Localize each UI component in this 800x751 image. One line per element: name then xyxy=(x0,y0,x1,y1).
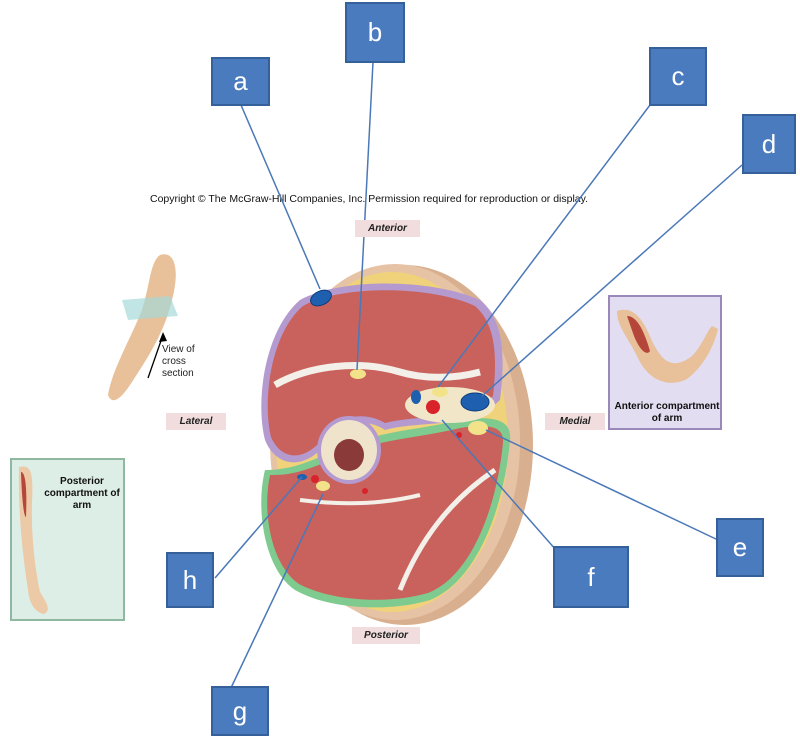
superior-ulnar-collateral-artery xyxy=(456,432,462,438)
view-of-cross-section-note: View of cross section xyxy=(162,344,195,379)
anterior-compartment-inset: Anterior compartment of arm xyxy=(608,295,722,430)
view-arrow-head xyxy=(159,332,167,342)
view-arrow xyxy=(147,334,164,379)
anterior-compartment-label: Anterior compartment of arm xyxy=(614,401,720,424)
orientation-lateral: Lateral xyxy=(166,413,226,430)
basilic-vein xyxy=(460,392,490,412)
median-nerve xyxy=(432,387,448,397)
leader-line-f xyxy=(441,419,557,551)
deep-brachial-artery xyxy=(311,475,319,483)
label-box-a[interactable]: a xyxy=(211,57,270,106)
intermuscular-septum xyxy=(299,493,421,506)
label-box-g[interactable]: g xyxy=(211,686,269,736)
bone-marrow xyxy=(334,439,364,471)
leader-line-b xyxy=(356,61,374,371)
label-box-h[interactable]: h xyxy=(166,552,214,608)
label-box-c[interactable]: c xyxy=(649,47,707,106)
arm-illustration xyxy=(108,254,176,401)
brachial-artery xyxy=(426,400,440,414)
ulnar-nerve xyxy=(468,421,488,435)
leader-line-c xyxy=(437,104,651,388)
label-box-d[interactable]: d xyxy=(742,114,796,174)
label-box-e[interactable]: e xyxy=(716,518,764,577)
label-box-f[interactable]: f xyxy=(553,546,629,608)
orientation-anterior: Anterior xyxy=(355,220,420,237)
orientation-posterior: Posterior xyxy=(352,627,420,644)
leader-line-g xyxy=(229,493,324,691)
leader-lines xyxy=(214,61,743,691)
orientation-medial: Medial xyxy=(545,413,605,430)
section-plane xyxy=(122,296,178,320)
intermuscular-septum xyxy=(397,467,497,591)
radial-nerve xyxy=(316,481,330,491)
extended-arm-illustration xyxy=(18,466,48,614)
intermuscular-septum xyxy=(273,362,481,389)
brachial-vein xyxy=(411,390,421,404)
posterior-compartment-label: Posterior compartment of arm xyxy=(44,476,120,511)
radial-collateral-artery xyxy=(362,488,368,494)
leader-line-h xyxy=(214,476,303,579)
leader-line-a xyxy=(240,104,321,290)
label-box-b[interactable]: b xyxy=(345,2,405,63)
copyright-notice: Copyright © The McGraw-Hill Companies, I… xyxy=(150,193,589,205)
musculocutaneous-nerve xyxy=(350,369,366,379)
posterior-compartment-inset: Posterior compartment of arm xyxy=(10,458,125,621)
leader-line-e xyxy=(485,429,719,541)
cephalic-vein xyxy=(310,289,332,307)
leader-line-d xyxy=(481,164,743,397)
flexed-arm-illustration xyxy=(617,309,718,383)
